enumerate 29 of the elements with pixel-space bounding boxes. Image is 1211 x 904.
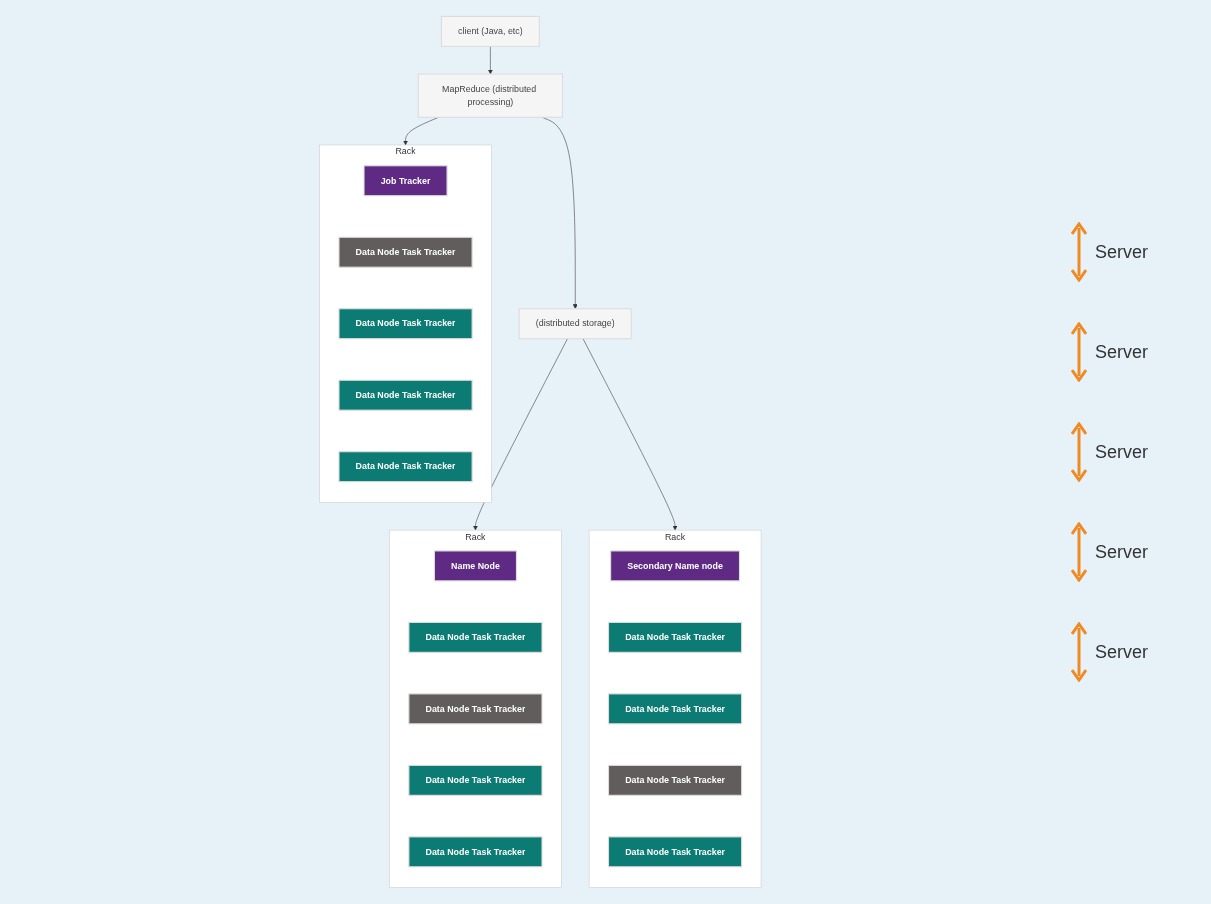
node-box: Data Node Task Tracker <box>608 836 743 868</box>
node-box: Data Node Task Tracker <box>338 451 473 483</box>
node-box: (distributed storage) <box>518 308 633 340</box>
node-box: Data Node Task Tracker <box>338 379 473 411</box>
node-box: Data Node Task Tracker <box>338 308 473 340</box>
node-box: Data Node Task Tracker <box>408 693 543 725</box>
node-box: Job Tracker <box>363 165 448 197</box>
node-box: client (Java, etc) <box>441 15 541 47</box>
node-label: Rack <box>395 146 416 157</box>
server-label: Server <box>1095 541 1148 563</box>
node-box: Name Node <box>434 550 518 582</box>
server-label: Server <box>1095 341 1148 363</box>
node-box: Data Node Task Tracker <box>608 764 743 796</box>
node-box: Data Node Task Tracker <box>408 836 543 868</box>
node-box: Data Node Task Tracker <box>608 693 743 725</box>
cluster <box>389 529 562 888</box>
node-label: Rack <box>665 531 686 542</box>
cluster <box>319 144 492 503</box>
node-box: Secondary Name node <box>610 550 741 582</box>
node-box: Data Node Task Tracker <box>338 236 473 268</box>
node-box: MapReduce (distributed processing) <box>418 73 564 118</box>
node-box: Data Node Task Tracker <box>408 621 543 653</box>
server-label: Server <box>1095 241 1148 263</box>
server-label: Server <box>1095 641 1148 663</box>
cluster <box>589 529 762 888</box>
node-box: Data Node Task Tracker <box>608 621 743 653</box>
node-label: Rack <box>465 531 486 542</box>
server-label: Server <box>1095 441 1148 463</box>
node-box: Data Node Task Tracker <box>408 764 543 796</box>
